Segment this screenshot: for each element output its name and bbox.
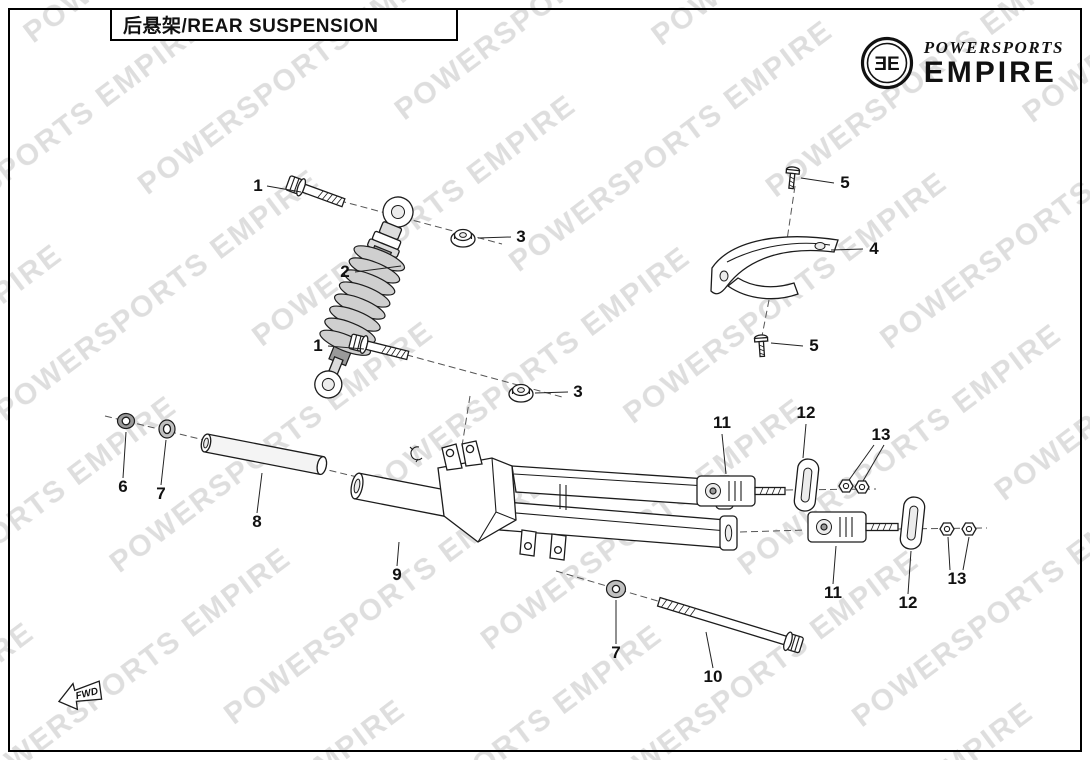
adjuster-nut — [838, 479, 854, 493]
callout-3: 3 — [516, 227, 525, 246]
brand-logo: ƎE POWERSPORTS EMPIRE — [860, 36, 1064, 90]
chain-adjuster-lower — [807, 511, 899, 543]
brand-emblem-icon: ƎE — [860, 36, 913, 90]
slider-screw-bottom — [753, 333, 770, 358]
adjuster-plate-lower — [899, 496, 926, 550]
callout-1b: 1 — [313, 336, 322, 355]
callout-6: 6 — [118, 477, 127, 496]
shock-upper-nut — [450, 228, 476, 248]
callout-1: 1 — [253, 176, 262, 195]
callout-7: 7 — [156, 484, 165, 503]
callout-9: 9 — [392, 565, 401, 584]
callout-8: 8 — [252, 512, 261, 531]
callout-7b: 7 — [611, 643, 620, 662]
callout-12b: 12 — [899, 593, 918, 612]
chain-slider — [710, 236, 839, 300]
callout-2: 2 — [340, 262, 349, 281]
shock-absorber — [314, 196, 414, 399]
callouts: 1 2 3 1 3 4 5 5 6 7 8 9 10 7 11 12 13 11… — [118, 173, 966, 686]
callout-13b: 13 — [948, 569, 967, 588]
callout-11: 11 — [713, 413, 731, 432]
callout-5: 5 — [840, 173, 849, 192]
shock-mount-ear — [461, 440, 483, 467]
brand-name-top: POWERSPORTS — [923, 37, 1064, 57]
swingarm — [350, 440, 738, 561]
title-block: 后悬架/REAR SUSPENSION — [110, 8, 458, 41]
swingarm-upper-arm — [511, 465, 725, 507]
callout-4: 4 — [869, 239, 879, 258]
shock-lower-nut — [508, 383, 534, 403]
pivot-bushing-right — [605, 579, 627, 599]
e-clip — [409, 446, 423, 463]
callout-13: 13 — [872, 425, 891, 444]
callout-11b: 11 — [824, 583, 842, 602]
pivot-bushing-left — [158, 419, 176, 439]
callout-5b: 5 — [809, 336, 818, 355]
fwd-arrow: FWD — [57, 680, 103, 711]
callout-10: 10 — [704, 667, 723, 686]
fwd-label: FWD — [75, 686, 100, 702]
brand-name-bottom: EMPIRE — [923, 55, 1057, 89]
adjuster-nut — [961, 522, 977, 536]
shock-upper-bolt — [284, 173, 348, 212]
pivot-bolt — [656, 596, 804, 654]
adjuster-nut — [854, 480, 870, 494]
pivot-washer — [116, 412, 136, 430]
callout-3b: 3 — [573, 382, 582, 401]
chain-adjuster-upper — [696, 475, 786, 507]
pivot-sleeve — [200, 433, 328, 476]
adjuster-nut — [939, 522, 955, 536]
slider-screw-top — [783, 165, 801, 190]
leader-lines — [122, 177, 970, 669]
brand-monogram: ƎE — [874, 54, 899, 75]
callout-12: 12 — [797, 403, 816, 422]
adjuster-plate-upper — [793, 458, 820, 512]
page-title: 后悬架/REAR SUSPENSION — [123, 16, 379, 37]
